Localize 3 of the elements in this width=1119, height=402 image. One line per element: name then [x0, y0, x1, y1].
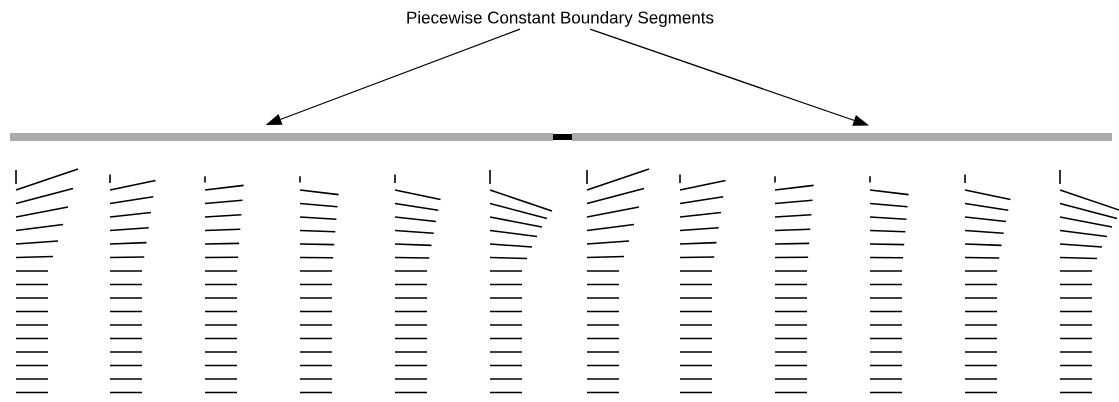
- boundary-segment: [10, 133, 553, 141]
- boundary-segment: [572, 133, 1112, 141]
- heading-text: Piecewise Constant Boundary Segments: [407, 11, 714, 27]
